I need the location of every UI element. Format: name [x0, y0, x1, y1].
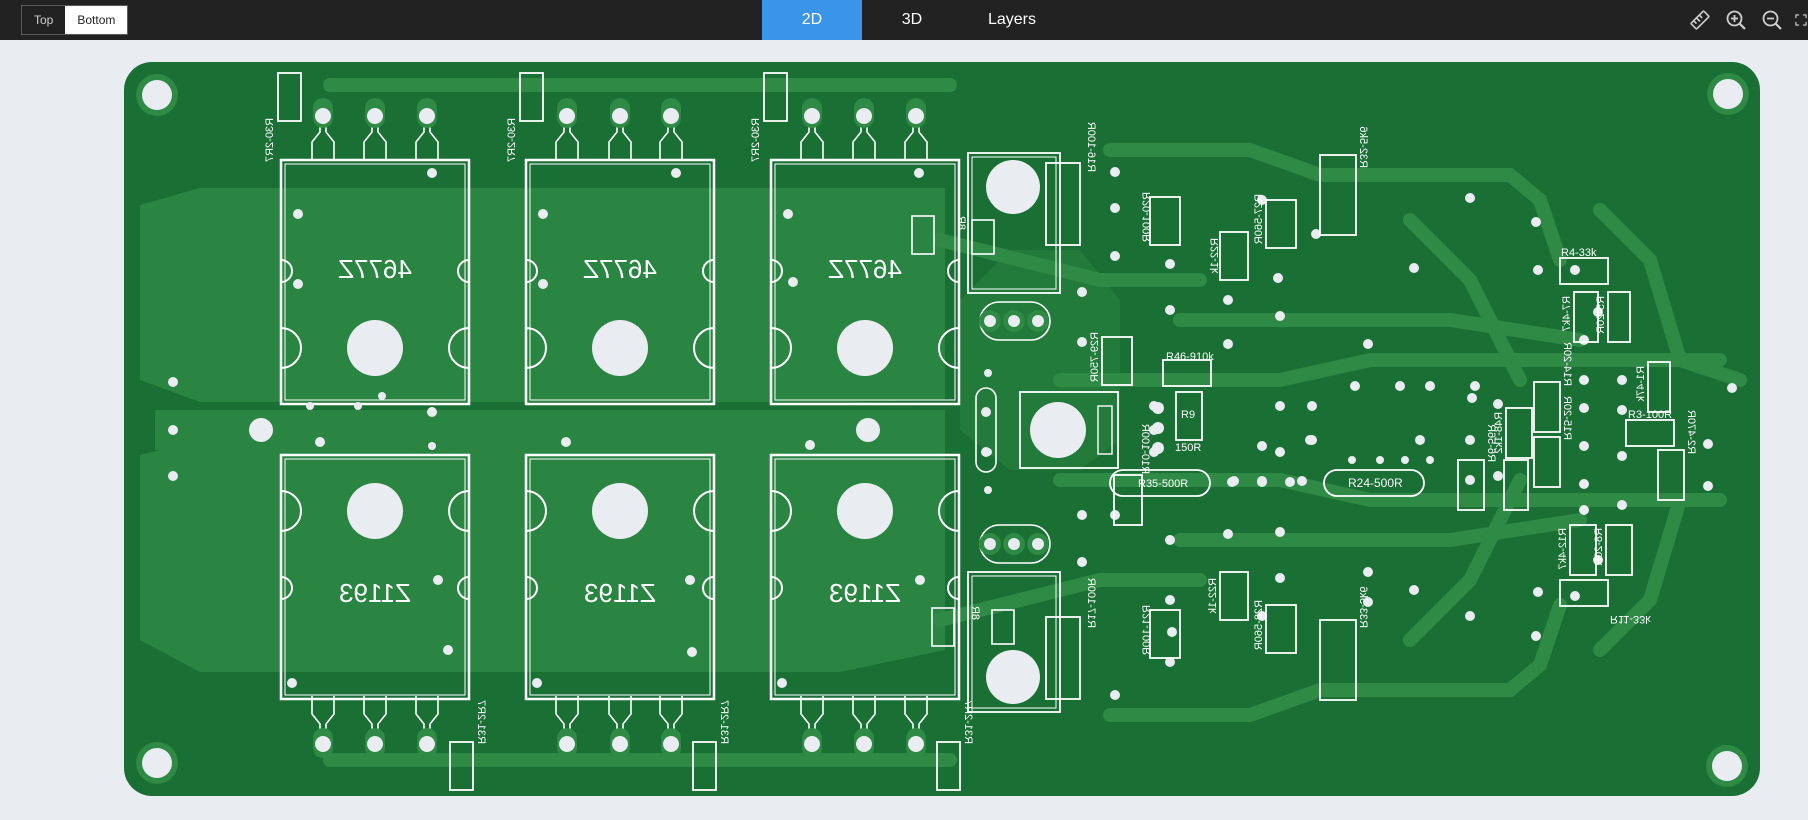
- zoom-out-button[interactable]: [1758, 6, 1786, 34]
- r1-label: R1-47k: [1635, 366, 1647, 402]
- r32-label: R32-5k6: [1357, 126, 1369, 168]
- r17-label: R17-100R: [1085, 578, 1097, 628]
- bias-transistor: [1019, 391, 1164, 469]
- r5-label: R5-20R: [1595, 296, 1607, 334]
- r35-label: R35-500R: [1138, 478, 1188, 490]
- copper-traces: [323, 78, 1747, 767]
- r16-label: R16-100R: [1085, 122, 1097, 172]
- r31a-label: R31-2R7: [475, 700, 487, 744]
- r9-label: R9: [1181, 409, 1195, 421]
- view-tools: [1686, 0, 1808, 40]
- ic-label-1: 4677Z: [338, 254, 412, 284]
- zoom-out-icon: [1762, 10, 1782, 30]
- pcb-canvas[interactable]: 4677Z 4677Z 4677Z Z1193 Z1193 Z1193 R30-…: [0, 40, 1808, 820]
- r46-label: R46-910k: [1166, 351, 1214, 363]
- r10-label: R10-100R: [1139, 424, 1151, 474]
- q-top-label: 8R: [955, 216, 967, 230]
- r9-value-label: 150R: [1175, 442, 1201, 454]
- r24-label: R24-500R: [1348, 476, 1403, 490]
- r27-label: R27-560R: [1253, 194, 1265, 244]
- r20-label: R20-100R: [1141, 192, 1153, 242]
- resistor-labels: R16-100R R17-100R R20-100R R21-100R R22-…: [955, 122, 1697, 655]
- fit-screen-button[interactable]: [1794, 6, 1808, 34]
- r48-label: R48-1k2: [1493, 412, 1505, 454]
- r29-label: R29-750R: [1089, 332, 1101, 382]
- board-side-toggle: Top Bottom: [21, 5, 129, 35]
- view-tabs: 2D 3D Layers: [762, 0, 1062, 40]
- q-bottom-label: 8R: [969, 606, 981, 620]
- top-side-button[interactable]: Top: [22, 6, 66, 34]
- r12-label: R12-4k7: [1557, 528, 1569, 570]
- ruler-button[interactable]: [1686, 6, 1714, 34]
- r28-label: R28-560R: [1253, 600, 1265, 650]
- vias: [168, 167, 1737, 700]
- zoom-in-icon: [1726, 10, 1746, 30]
- tab-3d[interactable]: 3D: [901, 11, 923, 28]
- r8-label: R8-20R: [1593, 528, 1605, 566]
- r14-label: R14-20R: [1561, 342, 1573, 386]
- mounting-holes: [136, 73, 1749, 787]
- ic-pins-bottom: [311, 695, 928, 758]
- r15-label: R15-20R: [1561, 396, 1573, 440]
- ic-labels: 4677Z 4677Z 4677Z Z1193 Z1193 Z1193: [338, 254, 902, 608]
- r30a-label: R30-2R7: [264, 118, 276, 162]
- ic-label-3: 4677Z: [828, 254, 902, 284]
- r33-label: R33-5k6: [1357, 586, 1369, 628]
- r6-label: R6-56R: [1485, 424, 1497, 462]
- to92-footprints: [975, 301, 1051, 564]
- zoom-in-button[interactable]: [1722, 6, 1750, 34]
- tab-layers[interactable]: Layers: [987, 11, 1037, 28]
- ic-label-5: Z1193: [584, 578, 656, 608]
- r30c-label: R30-2R7: [750, 118, 762, 162]
- emitter-resistors: [277, 72, 961, 791]
- resistor-footprints: [1101, 154, 1685, 701]
- fit-screen-icon: [1795, 14, 1807, 26]
- r31b-label: R31-2R7: [718, 700, 730, 744]
- ic-label-4: Z1193: [339, 578, 411, 608]
- ic-label-6: Z1193: [829, 578, 901, 608]
- emitter-resistor-labels: R30-2R7 R30-2R7 R30-2R7 R31-2R7 R31-2R7 …: [264, 118, 974, 744]
- bottom-side-button[interactable]: Bottom: [65, 6, 128, 34]
- r4-label: R4-33k: [1561, 247, 1597, 259]
- r7-label: R7-4k7: [1561, 296, 1573, 331]
- top-toolbar: Top Bottom 2D 3D Layers: [0, 0, 1808, 40]
- ic-label-2: 4677Z: [583, 254, 657, 284]
- r2-label: R2-470R: [1685, 410, 1697, 454]
- r30b-label: R30-2R7: [506, 118, 518, 162]
- pcb-viewer[interactable]: 4677Z 4677Z 4677Z Z1193 Z1193 Z1193 R30-…: [0, 40, 1808, 820]
- driver-transistors: [911, 152, 1081, 713]
- ic-row-bottom: [279, 453, 961, 701]
- ic-pins-top: [311, 98, 928, 161]
- r21-label: R21-100R: [1141, 605, 1153, 655]
- r31c-label: R31-2R7: [962, 700, 974, 744]
- r22b-label: R22-1k: [1207, 578, 1219, 614]
- ic-row-top: [279, 158, 961, 406]
- r11-label: R11-33k: [1610, 613, 1651, 625]
- r3-label: R3-100R: [1628, 409, 1672, 421]
- ruler-icon: [1690, 10, 1710, 30]
- r22a-label: R22-1k: [1209, 238, 1221, 274]
- tab-2d[interactable]: 2D: [762, 0, 862, 40]
